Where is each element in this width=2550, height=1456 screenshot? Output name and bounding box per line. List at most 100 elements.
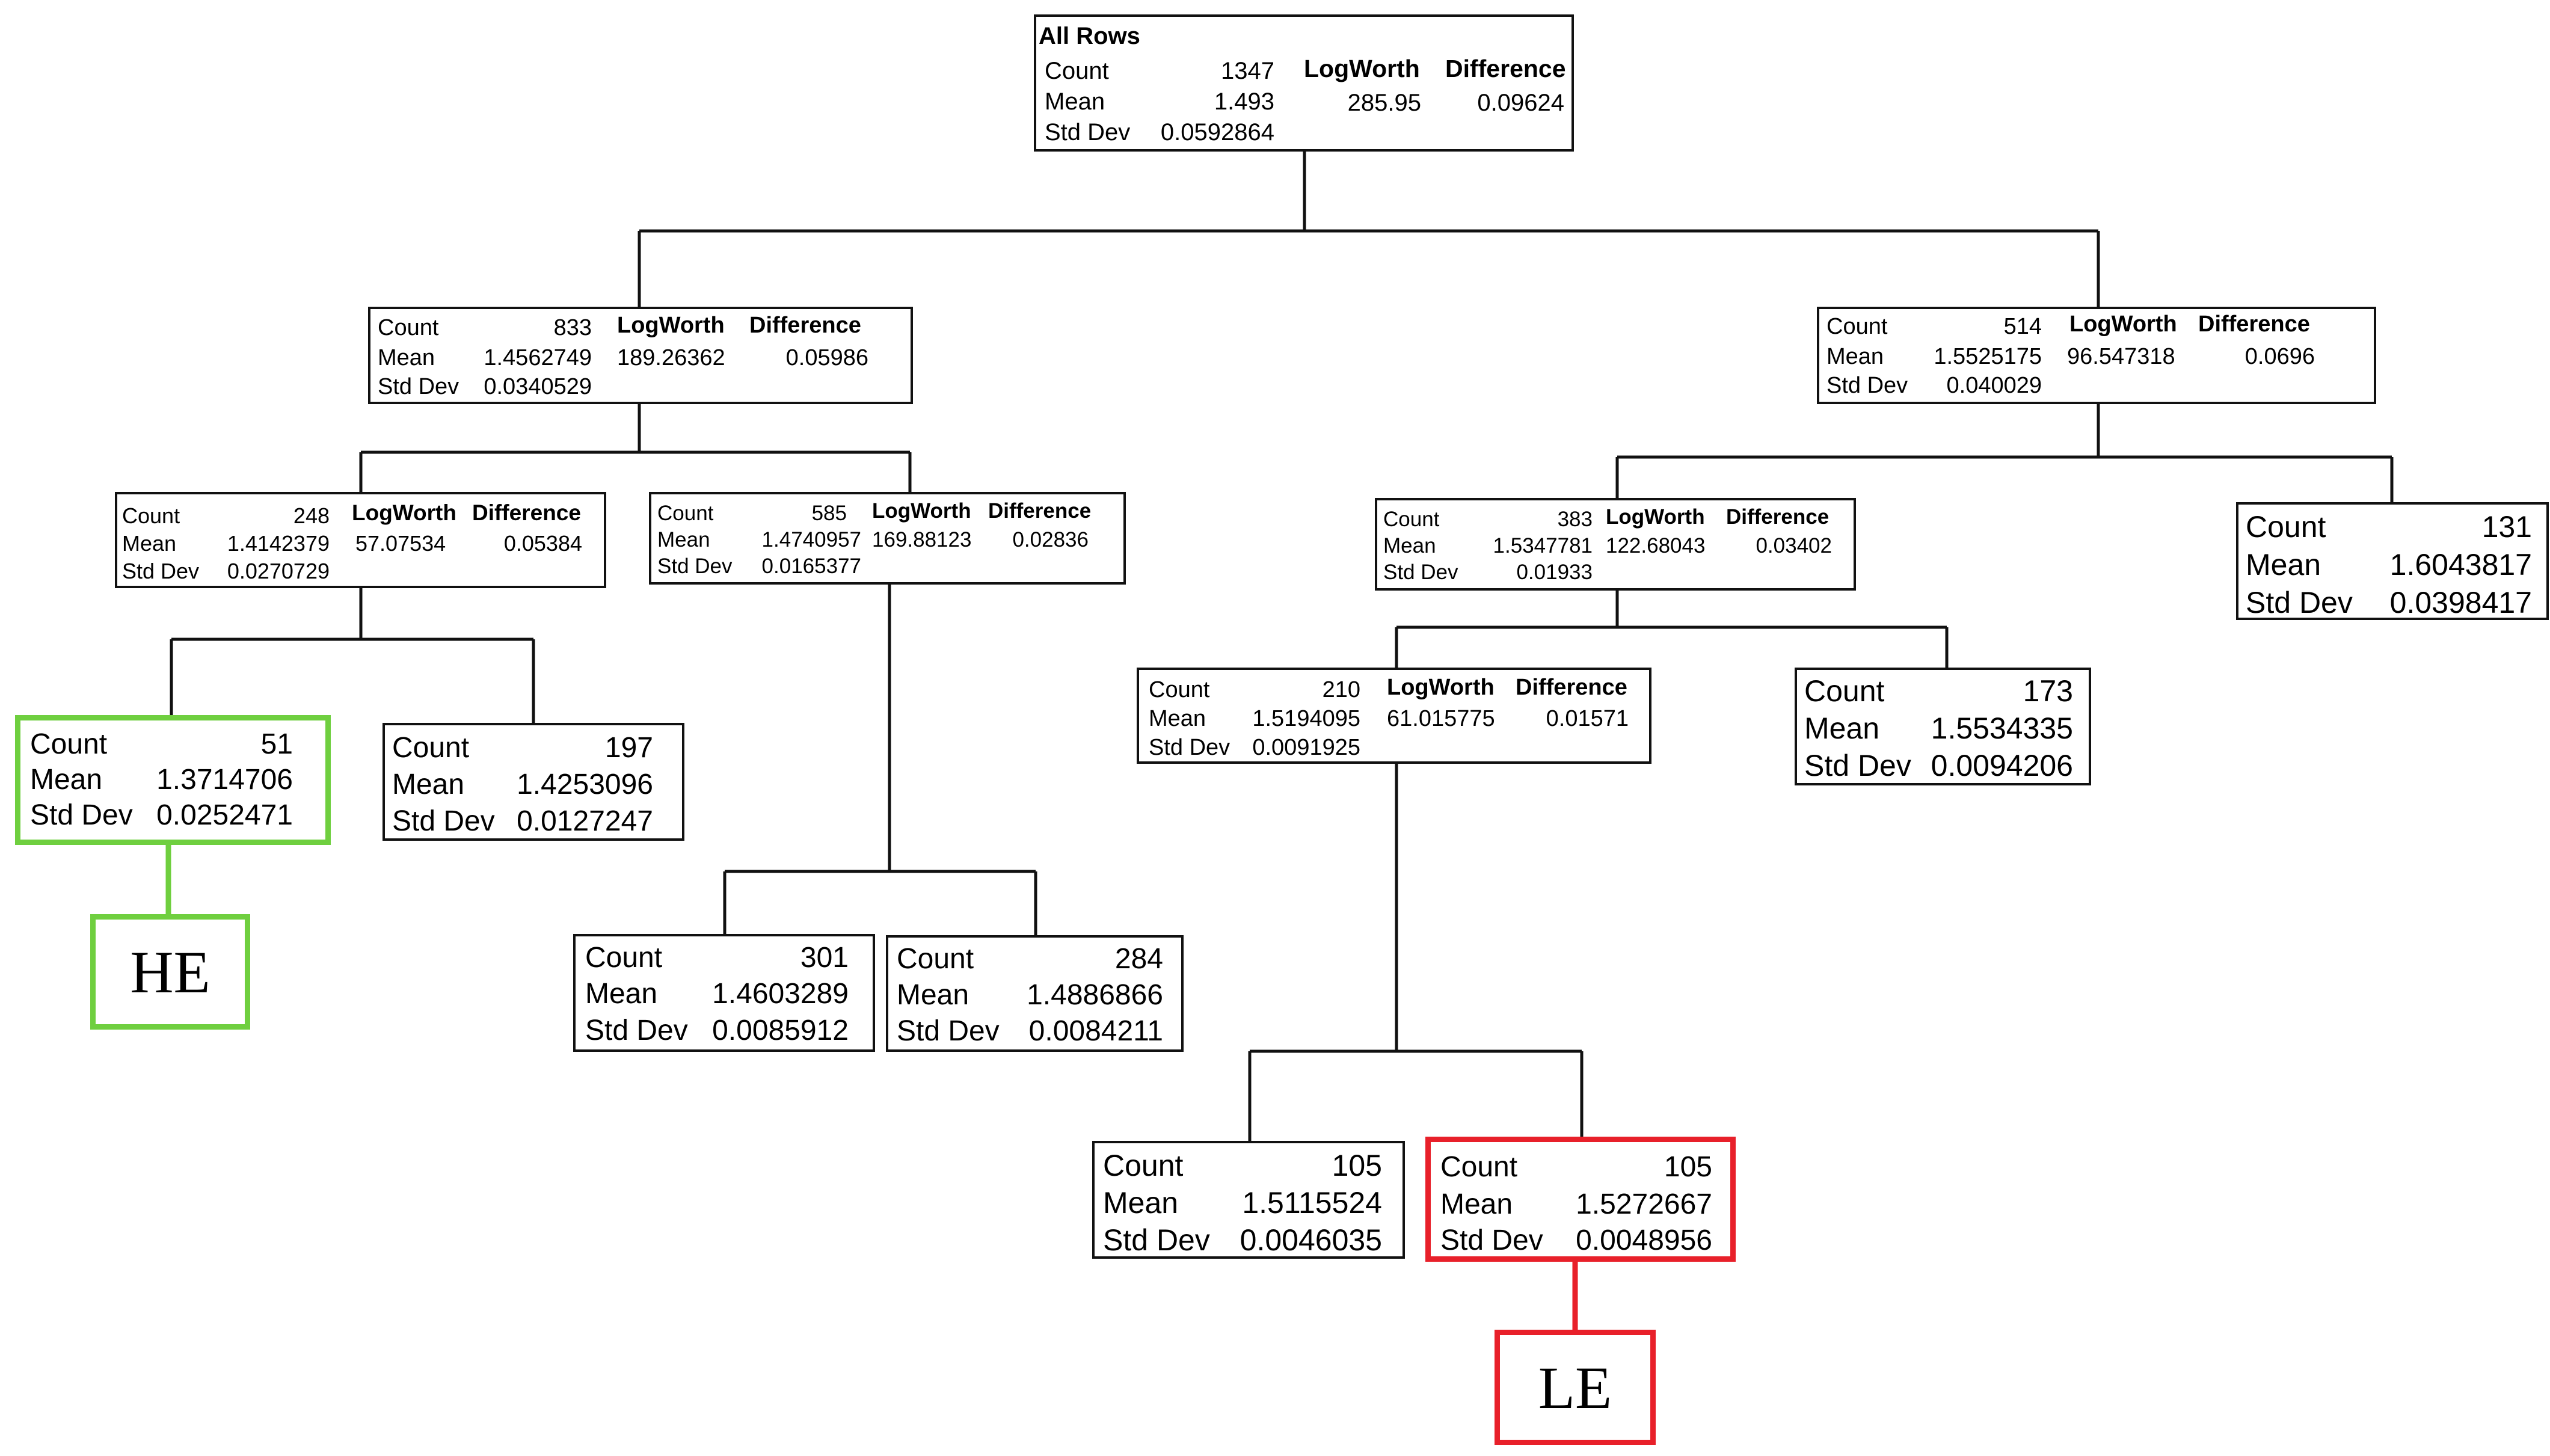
difference-value: 0.05384 (503, 531, 582, 556)
difference-value: 0.01571 (1546, 706, 1629, 731)
count-value: 131 (2481, 510, 2532, 544)
difference-header: Difference (472, 500, 581, 525)
count-label: Count (1149, 677, 1210, 702)
logworth-header: LogWorth (2069, 312, 2177, 337)
le-tag: LE (1495, 1330, 1656, 1445)
tree-node-284: Count 284 Mean 1.4886866 Std Dev 0.00842… (886, 935, 1184, 1052)
mean-label: Mean (1826, 344, 1884, 369)
logworth-value: 96.547318 (2067, 344, 2175, 369)
count-label: Count (657, 502, 714, 525)
logworth-value: 169.88123 (872, 528, 972, 551)
mean-value: 1.5194095 (1252, 706, 1360, 731)
count-label: Count (30, 728, 108, 760)
mean-value: 1.3714706 (156, 764, 293, 796)
mean-value: 1.5347781 (1493, 534, 1593, 558)
tree-node-585: Count 585 LogWorth Difference Mean 1.474… (649, 492, 1126, 585)
tree-node-all-rows: All Rows Count 1347 LogWorth Difference … (1034, 14, 1574, 152)
count-label: Count (2246, 510, 2326, 544)
mean-value: 1.493 (1214, 88, 1274, 115)
node-title: All Rows (1039, 23, 1140, 49)
tree-node-248: Count 248 LogWorth Difference Mean 1.414… (115, 492, 606, 588)
tree-node-833: Count 833 LogWorth Difference Mean 1.456… (368, 307, 913, 404)
mean-value: 1.4253096 (517, 769, 653, 800)
count-value: 248 (293, 503, 330, 528)
std-dev-value: 0.040029 (1946, 373, 2042, 398)
count-label: Count (1804, 674, 1885, 708)
mean-label: Mean (1045, 88, 1105, 115)
mean-value: 1.5534335 (1931, 711, 2073, 745)
logworth-value: 189.26362 (617, 345, 725, 370)
std-dev-value: 0.0085912 (712, 1015, 849, 1046)
std-dev-label: Std Dev (897, 1015, 1000, 1047)
std-dev-label: Std Dev (1440, 1224, 1543, 1256)
tree-node-301: Count 301 Mean 1.4603289 Std Dev 0.00859… (573, 934, 875, 1052)
mean-label: Mean (897, 979, 969, 1011)
std-dev-value: 0.0252471 (156, 799, 293, 831)
count-value: 197 (604, 732, 653, 764)
tree-node-514: Count 514 LogWorth Difference Mean 1.552… (1817, 307, 2376, 404)
std-dev-label: Std Dev (657, 554, 733, 578)
tree-node-173: Count 173 Mean 1.5534335 Std Dev 0.00942… (1795, 668, 2091, 785)
mean-value: 1.4603289 (712, 978, 849, 1010)
difference-value: 0.0696 (2244, 344, 2315, 369)
mean-label: Mean (392, 769, 465, 800)
mean-value: 1.4740957 (761, 528, 861, 551)
std-dev-value: 0.0084211 (1028, 1015, 1163, 1047)
mean-label: Mean (30, 764, 103, 796)
mean-value: 1.6043817 (2389, 548, 2532, 582)
std-dev-label: Std Dev (392, 805, 495, 837)
tree-node-51-he: Count 51 Mean 1.3714706 Std Dev 0.025247… (15, 715, 331, 845)
count-label: Count (392, 732, 470, 764)
std-dev-value: 0.0094206 (1931, 749, 2073, 782)
difference-value: 0.03402 (1756, 534, 1832, 558)
count-label: Count (122, 503, 180, 528)
std-dev-label: Std Dev (1383, 561, 1458, 584)
std-dev-label: Std Dev (1804, 749, 1911, 782)
mean-label: Mean (1804, 711, 1880, 745)
difference-header: Difference (1516, 675, 1627, 700)
tree-node-131: Count 131 Mean 1.6043817 Std Dev 0.03984… (2236, 502, 2549, 620)
mean-value: 1.4142379 (227, 531, 330, 556)
mean-value: 1.5272667 (1576, 1188, 1712, 1220)
std-dev-value: 0.0340529 (484, 374, 592, 399)
mean-label: Mean (585, 978, 658, 1010)
count-value: 210 (1322, 677, 1360, 702)
mean-value: 1.4886866 (1027, 979, 1163, 1011)
mean-label: Mean (1149, 706, 1206, 731)
mean-label: Mean (657, 528, 710, 551)
std-dev-value: 0.0592864 (1160, 119, 1274, 146)
mean-label: Mean (122, 531, 177, 556)
logworth-header: LogWorth (1304, 55, 1420, 82)
logworth-value: 285.95 (1347, 90, 1421, 116)
logworth-header: LogWorth (872, 499, 971, 523)
count-label: Count (1103, 1149, 1184, 1182)
tree-node-105-le: Count 105 Mean 1.5272667 Std Dev 0.00489… (1425, 1137, 1736, 1262)
std-dev-label: Std Dev (122, 559, 200, 583)
count-value: 383 (1557, 508, 1593, 531)
std-dev-value: 0.0046035 (1240, 1223, 1382, 1257)
count-value: 514 (2003, 314, 2042, 339)
std-dev-label: Std Dev (1045, 119, 1131, 146)
std-dev-value: 0.0127247 (517, 805, 653, 837)
std-dev-label: Std Dev (378, 374, 459, 399)
logworth-header: LogWorth (1606, 505, 1705, 529)
connector-n-r (1615, 404, 2394, 502)
std-dev-label: Std Dev (2246, 586, 2353, 619)
mean-value: 1.4562749 (484, 345, 592, 370)
connector-n-ll (170, 588, 535, 723)
connector-n-l (359, 404, 912, 492)
connector-n-rll (1248, 764, 1584, 1141)
std-dev-value: 0.01933 (1516, 561, 1593, 584)
difference-value: 0.09624 (1477, 90, 1564, 116)
std-dev-label: Std Dev (1149, 735, 1230, 760)
he-tag: HE (90, 914, 250, 1030)
difference-value: 0.02836 (1012, 528, 1089, 551)
count-value: 833 (553, 315, 592, 340)
std-dev-label: Std Dev (1103, 1223, 1210, 1257)
tree-node-197: Count 197 Mean 1.4253096 Std Dev 0.01272… (382, 723, 684, 841)
le-tag-label: LE (1538, 1354, 1612, 1421)
std-dev-label: Std Dev (1826, 373, 1908, 398)
logworth-value: 57.07534 (355, 531, 446, 556)
difference-header: Difference (1726, 505, 1830, 529)
